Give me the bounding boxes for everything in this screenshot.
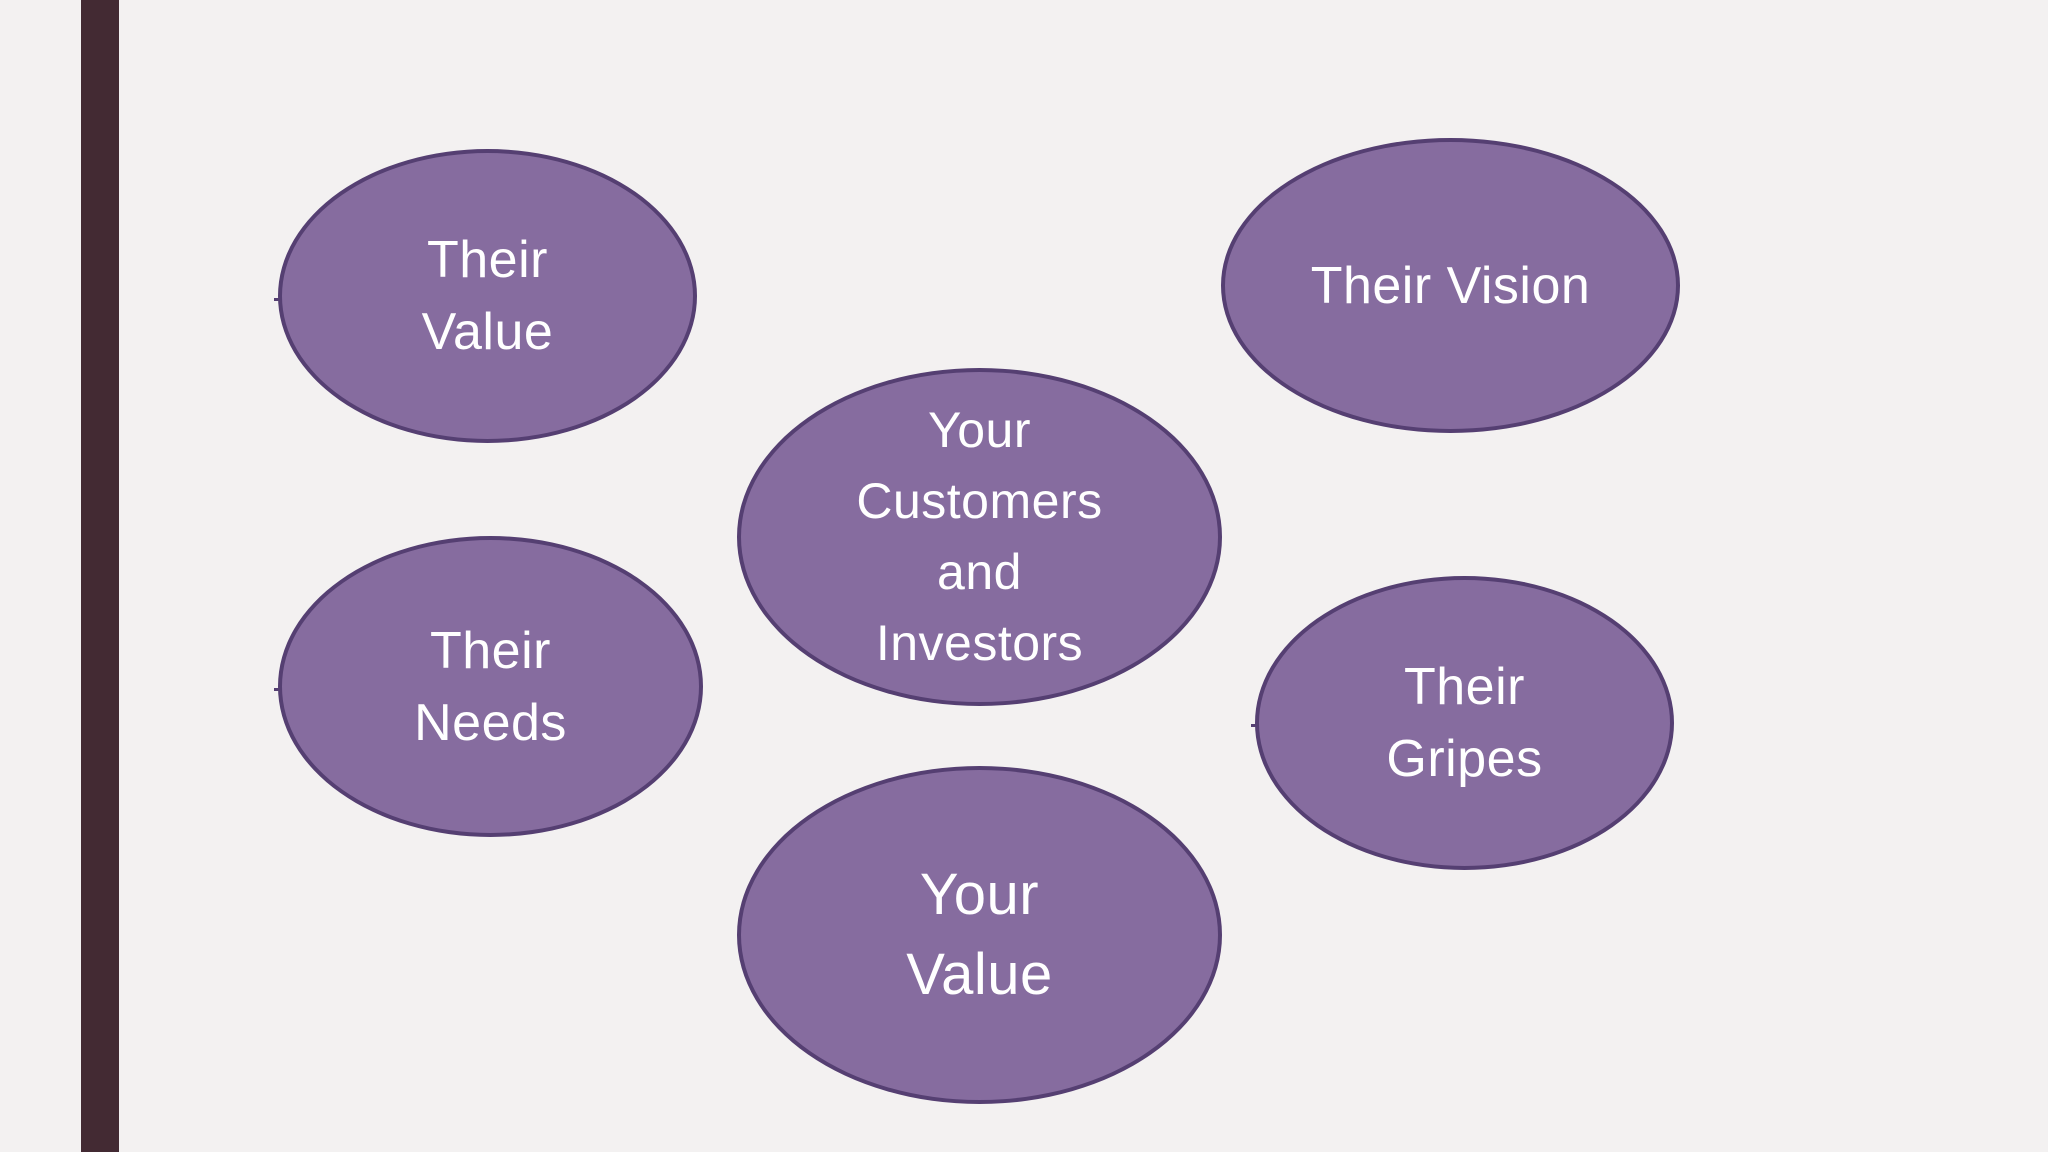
- connector-tick: [274, 298, 281, 301]
- connector-tick: [274, 688, 281, 691]
- your-value-oval: Your Value: [737, 766, 1222, 1104]
- their-needs-label: Their Needs: [414, 621, 567, 752]
- their-value-oval: Their Value: [278, 149, 697, 443]
- connector-tick: [1251, 724, 1258, 727]
- your-value-label: Your Value: [906, 862, 1053, 1007]
- their-vision-label: Their Vision: [1310, 256, 1591, 315]
- slide-side-bar: [81, 0, 119, 1152]
- their-gripes-oval: Their Gripes: [1255, 576, 1674, 870]
- their-needs-oval: Their Needs: [278, 536, 703, 837]
- their-gripes-label: Their Gripes: [1386, 658, 1543, 788]
- customers-and-investors-oval: Your Customers and Investors: [737, 368, 1222, 706]
- their-value-label: Their Value: [421, 231, 554, 361]
- their-vision-oval: Their Vision: [1221, 138, 1680, 433]
- customers-and-investors-label: Your Customers and Investors: [856, 402, 1103, 671]
